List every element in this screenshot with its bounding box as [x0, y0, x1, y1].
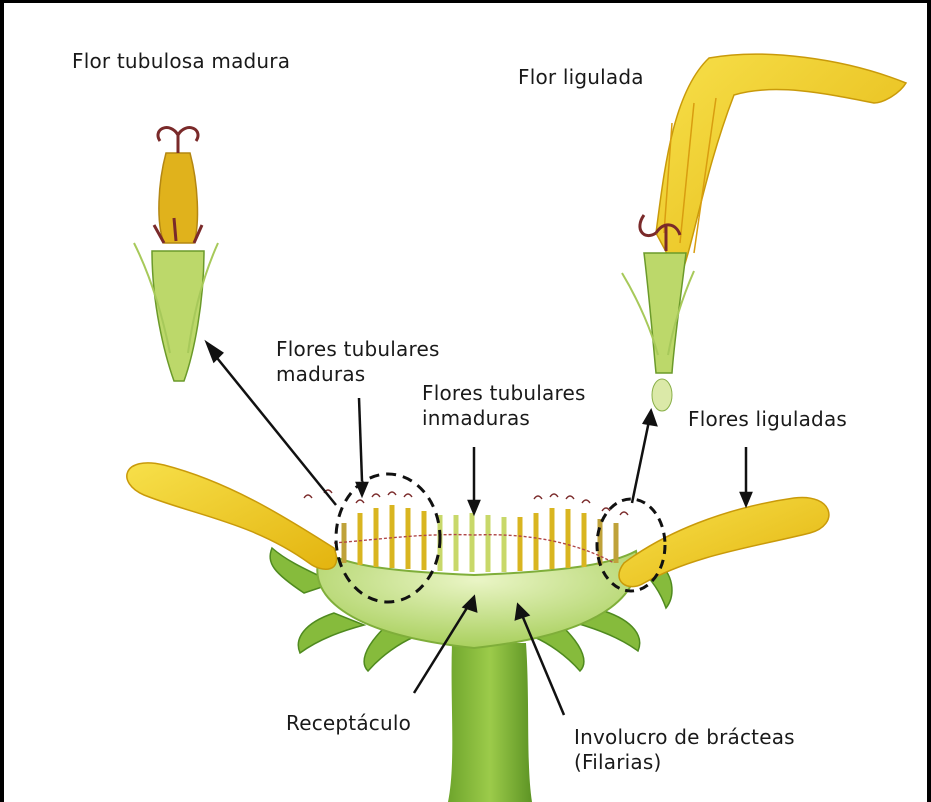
label-immature-tubular-flowers: Flores tubulares inmaduras — [422, 381, 586, 431]
label-ligulate-flower: Flor ligulada — [518, 65, 644, 90]
right-ligulate-petal — [619, 497, 829, 586]
left-ligulate-petal — [127, 463, 337, 569]
mature-tubular-flower-illustration — [134, 128, 218, 381]
label-mature-tubular-flowers: Flores tubulares maduras — [276, 337, 440, 387]
label-ligulate-flowers: Flores liguladas — [688, 407, 847, 432]
ligulate-flower-illustration — [622, 54, 906, 411]
floret-stamens — [304, 490, 628, 563]
label-mature-tubular-flower: Flor tubulosa madura — [72, 49, 290, 74]
label-receptacle: Receptáculo — [286, 711, 411, 736]
label-involucre: Involucro de brácteas (Filarias) — [574, 725, 795, 775]
receptacle — [317, 551, 637, 648]
stem — [448, 643, 532, 802]
